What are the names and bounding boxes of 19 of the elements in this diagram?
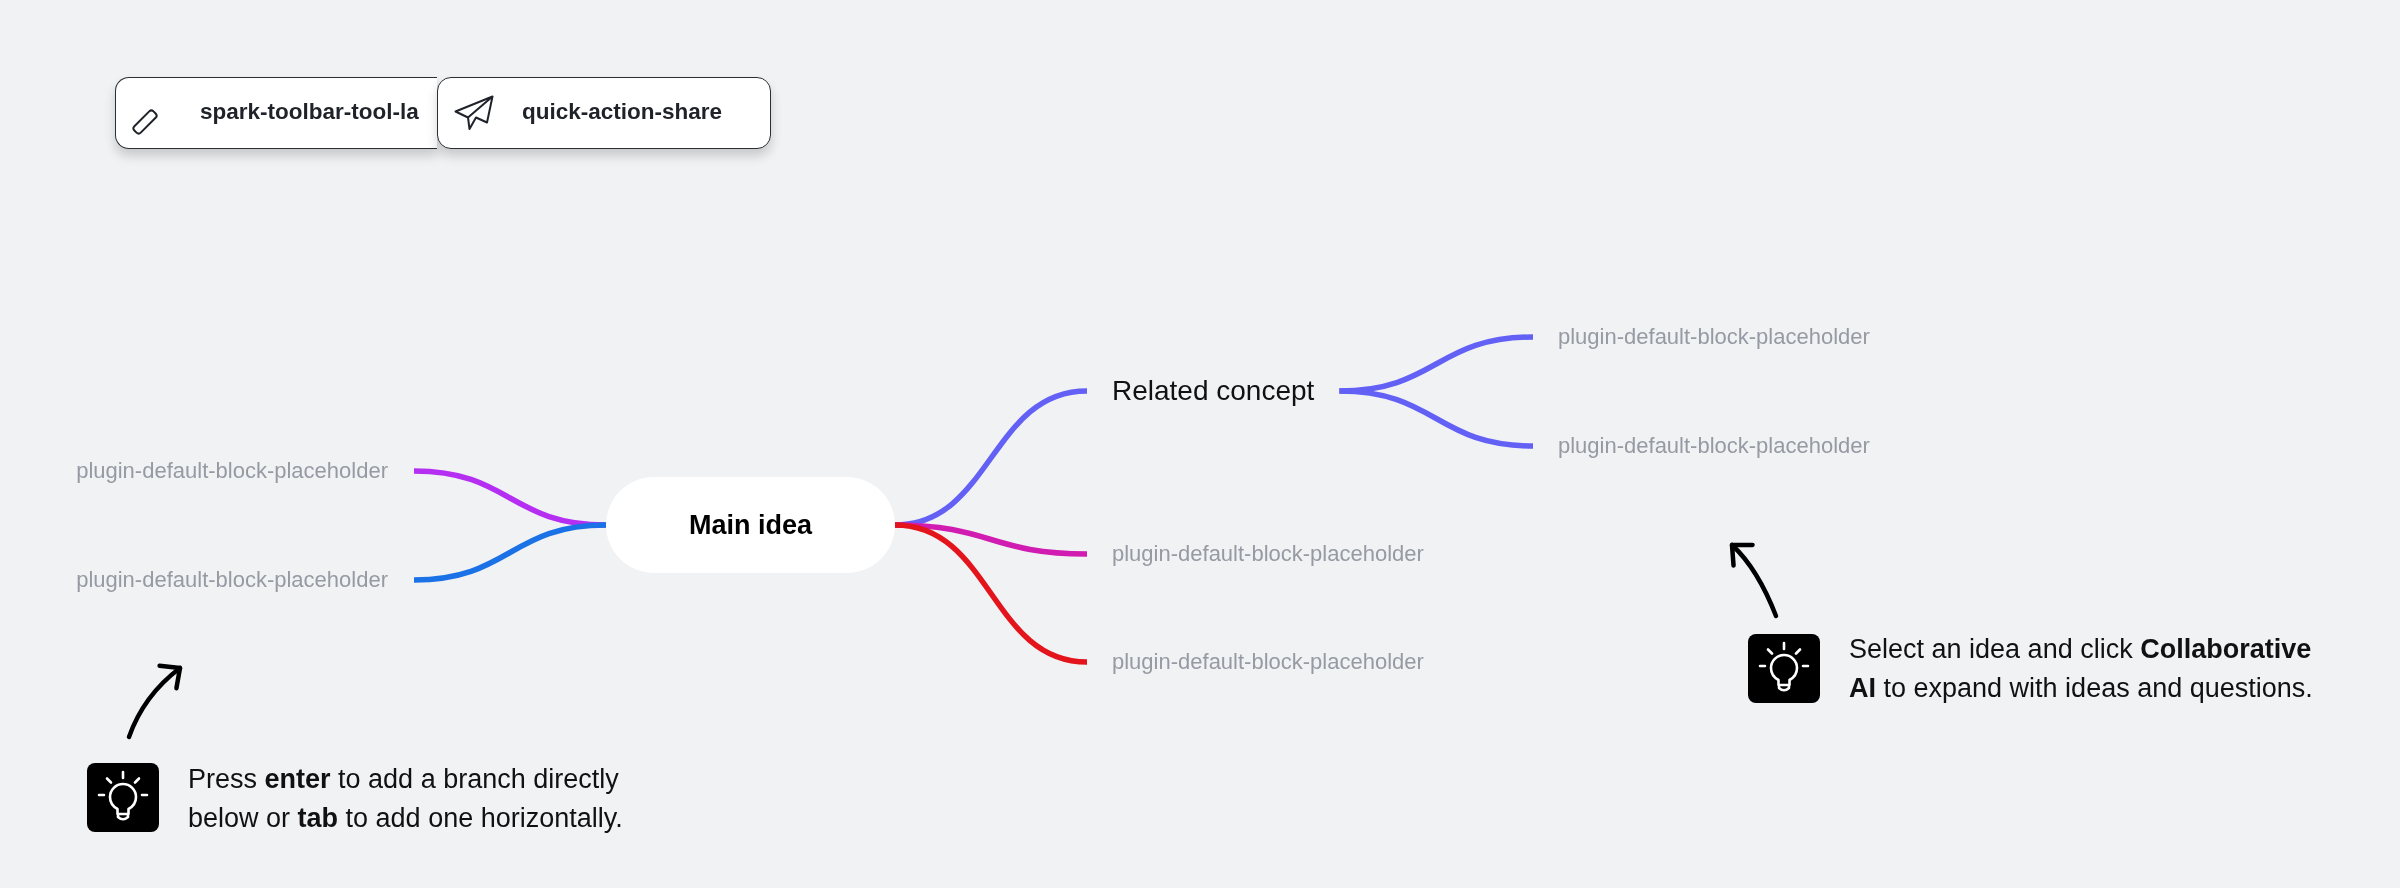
tool-card [437, 77, 771, 149]
topic-label: Related concept [1112, 375, 1315, 407]
tip-text: Select an idea and click Collaborative AI to expand with ideas and questions. [1849, 633, 2314, 705]
tip-text: Press enter to add a branch directly below or tab to add one horizontally. [188, 763, 624, 835]
placeholder-text: plugin-default-block-placeholder [1112, 649, 1424, 675]
tool-label: quick-action-share [522, 98, 723, 125]
curved-arrow [1729, 542, 1779, 619]
curved-arrow [126, 664, 183, 740]
placeholder-text: plugin-default-block-placeholder [76, 458, 388, 484]
placeholder-text: plugin-default-block-placeholder [76, 567, 388, 593]
branch-line [894, 522, 1088, 665]
tool-label: spark-toolbar-tool-la [200, 98, 419, 125]
branch-line [1339, 388, 1534, 449]
topic-label: Main idea [689, 509, 812, 541]
placeholder-text: plugin-default-block-placeholder [1558, 433, 1870, 459]
tool-card [115, 77, 437, 149]
placeholder-text: plugin-default-block-placeholder [1112, 541, 1424, 567]
branch-line [413, 522, 607, 583]
placeholder-text: plugin-default-block-placeholder [1558, 324, 1870, 350]
